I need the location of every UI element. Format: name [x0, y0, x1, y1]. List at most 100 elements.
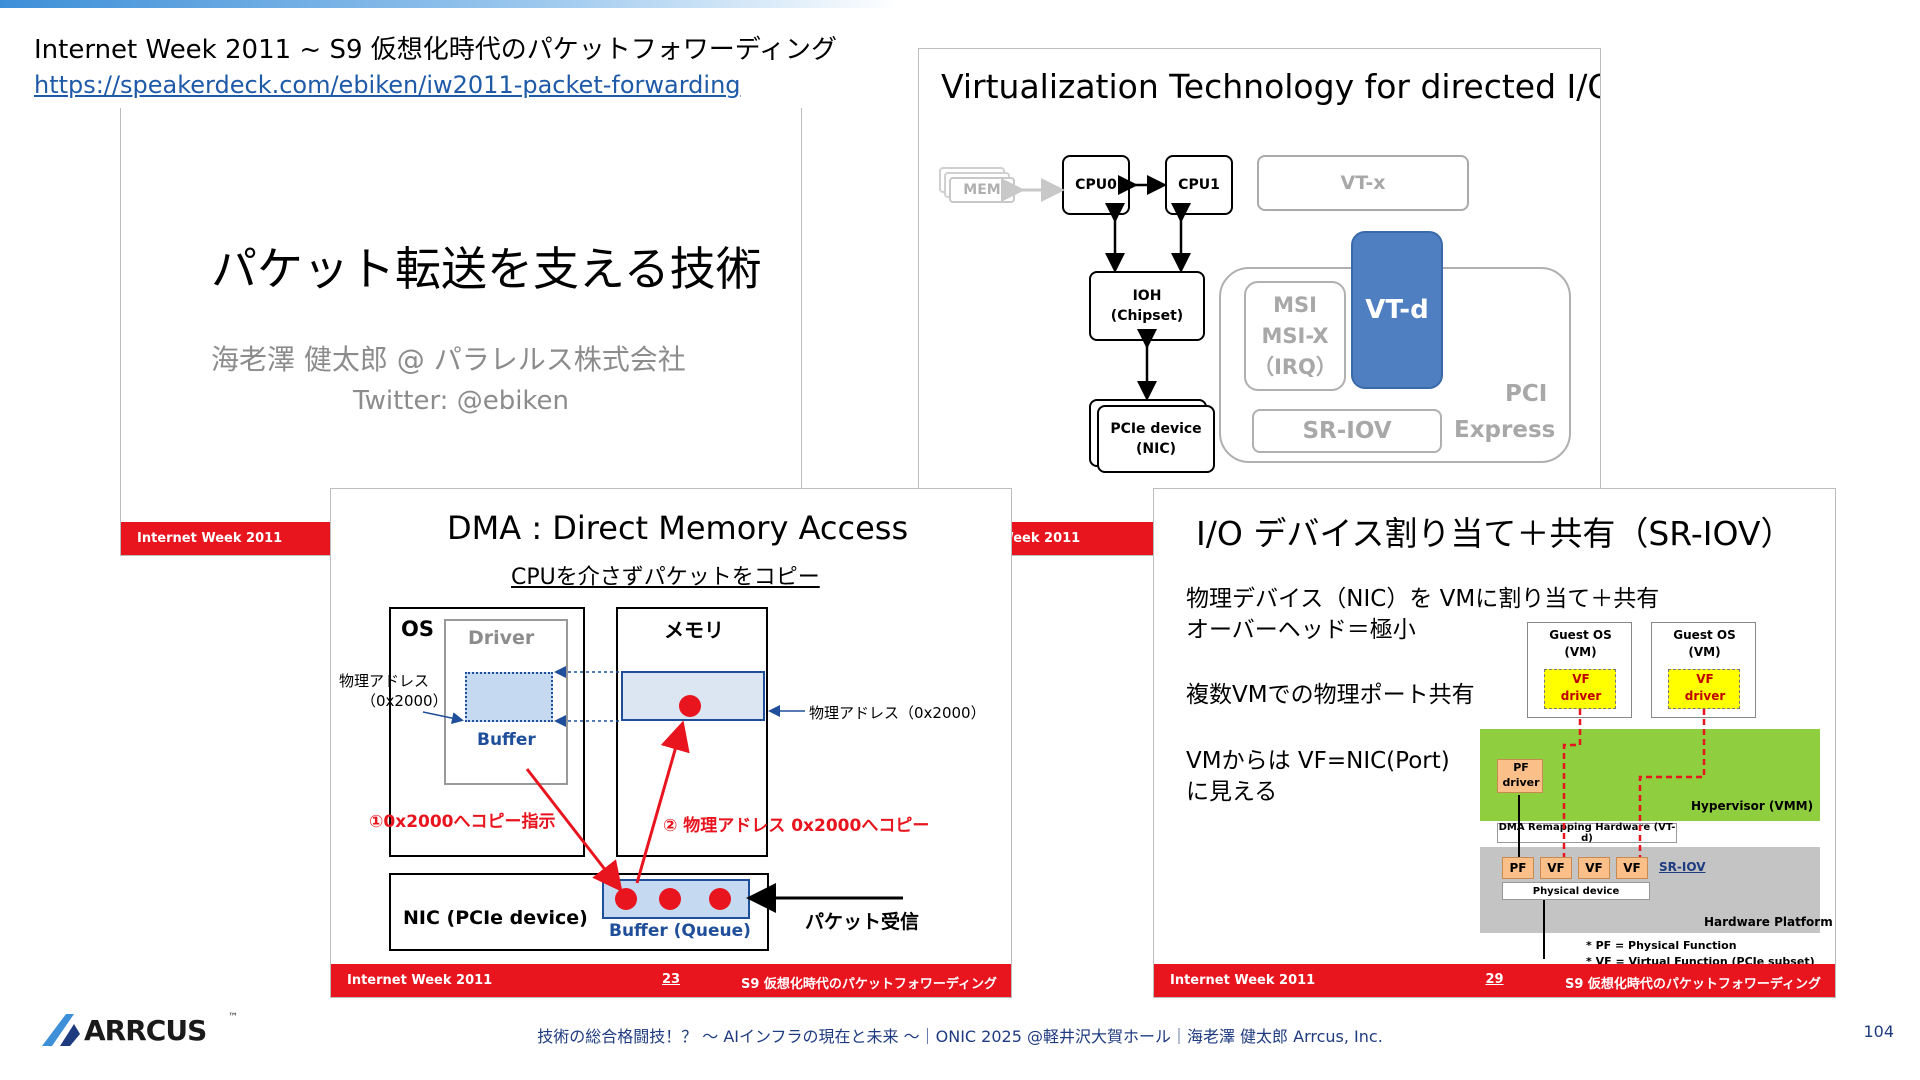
msix-label: MSI-X	[1261, 323, 1329, 348]
pcie-label: PCIe device	[1110, 421, 1202, 437]
slide4-line1: 物理デバイス（NIC）を VMに割り当て＋共有	[1186, 586, 1660, 612]
page-footer: 技術の総合格闘技！？ ～ AIインフラの現在と未来 ～｜ONIC 2025 @軽…	[537, 1027, 1383, 1046]
slide2-title: Virtualization Technology for directed I…	[941, 67, 1601, 106]
guest-os-2-vm: (VM)	[1688, 645, 1721, 659]
slide3-subtitle: CPUを介さずパケットをコピー	[511, 565, 820, 590]
slide3-arrows	[422, 666, 903, 913]
ioh-sub-label: (Chipset)	[1110, 308, 1184, 324]
dma-remap-label: DMA Remapping Hardware (VT-d)	[1498, 822, 1676, 844]
phys-addr-right: 物理アドレス（0x2000）	[809, 704, 986, 722]
step1-arrow	[525, 768, 623, 893]
port-vf-3-label: VF	[1623, 861, 1641, 875]
sriov-box: SR-IOV	[1252, 409, 1442, 453]
os-box	[389, 607, 585, 857]
queue-label: Buffer (Queue)	[609, 921, 751, 941]
pcie-sub-label: (NIC)	[1136, 441, 1176, 457]
buffer-label: Buffer	[477, 730, 536, 750]
cpu0-label: CPU0	[1075, 177, 1117, 193]
port-vf-1: VF	[1540, 857, 1572, 879]
physical-device-label: Physical device	[1532, 885, 1620, 897]
slide4-footer-bar: Internet Week 2011 29 S9 仮想化時代のパケットフォワーデ…	[1154, 964, 1835, 997]
slide4-footer-right: S9 仮想化時代のパケットフォワーディング	[1564, 977, 1821, 992]
slide3-title: DMA : Direct Memory Access	[447, 509, 909, 547]
queue-packet-2	[659, 888, 681, 910]
pcie-box: PCIe device (NIC)	[1097, 405, 1215, 473]
vf-driver-2-driver: driver	[1684, 689, 1726, 703]
slide3-footer-right: S9 仮想化時代のパケットフォワーディング	[740, 977, 997, 992]
slide2-arrows	[1001, 175, 1191, 401]
driver-box	[444, 619, 568, 785]
sriov-label: SR-IOV	[1659, 860, 1706, 874]
step2-arrow	[635, 720, 690, 884]
step2-label: ② 物理アドレス 0x2000へコピー	[663, 816, 930, 836]
pf-driver-pf: PF	[1513, 761, 1529, 774]
dma-remap-box: DMA Remapping Hardware (VT-d)	[1497, 822, 1677, 844]
slide-title-packet-transfer: パケット転送を支える技術 海老澤 健太郎 @ パラレルス株式会社 Twitter…	[120, 108, 802, 556]
speakerdeck-link[interactable]: https://speakerdeck.com/ebiken/iw2011-pa…	[34, 71, 741, 99]
pci-label: PCI	[1505, 381, 1548, 407]
pf-driver-driver: driver	[1502, 776, 1540, 789]
port-vf-3: VF	[1616, 857, 1648, 879]
nic-label: NIC (PCIe device)	[403, 907, 588, 929]
hypervisor-label: Hypervisor (VMM)	[1691, 799, 1814, 813]
vtx-box: VT-x	[1257, 155, 1469, 211]
queue-packet-1	[615, 888, 637, 910]
vf-driver-1: VF driver	[1544, 669, 1616, 709]
note-pf: * PF = Physical Function	[1586, 939, 1737, 952]
slide4-title: I/O デバイス割り当て＋共有（SR-IOV）	[1196, 514, 1794, 553]
mem-label: MEM	[963, 182, 1001, 198]
sriov-label: SR-IOV	[1302, 418, 1392, 444]
phys-addr-left: 物理アドレス	[339, 672, 430, 690]
port-vf-2: VF	[1578, 857, 1610, 879]
arrcus-logo-tm: ™	[228, 1012, 238, 1023]
arrcus-logo-mark	[42, 1014, 80, 1046]
guest-os-2-label: Guest OS	[1673, 628, 1736, 642]
driver-label: Driver	[468, 627, 535, 649]
port-vf-2-label: VF	[1585, 861, 1603, 875]
slide3-footer-page: 23	[661, 972, 681, 987]
memory-packet	[679, 695, 701, 717]
vtd-box: VT-d	[1351, 231, 1443, 389]
memory-box	[616, 607, 768, 857]
slide1-title: パケット転送を支える技術	[211, 242, 762, 296]
vf-path-1	[1562, 709, 1582, 857]
slide4-line2: オーバーヘッド＝極小	[1186, 617, 1416, 643]
page-header-title: Internet Week 2011 ~ S9 仮想化時代のパケットフォワーディ…	[34, 35, 837, 65]
express-label: Express	[1454, 417, 1556, 443]
slide4-line4: VMからは VF=NIC(Port)	[1186, 748, 1450, 774]
slide3-footer-left: Internet Week 2011	[347, 973, 493, 988]
guest-os-2: Guest OS (VM) VF driver	[1651, 622, 1756, 718]
slide1-footer-text: Internet Week 2011	[137, 531, 283, 546]
queue-packet-3	[709, 888, 731, 910]
vf-driver-1-driver: driver	[1560, 689, 1602, 703]
ioh-label: IOH	[1132, 288, 1162, 304]
vf-path-2	[1638, 709, 1706, 857]
physical-device-box: Physical device	[1502, 882, 1650, 900]
msi-label: MSI	[1273, 292, 1317, 317]
vtx-label: VT-x	[1340, 172, 1386, 194]
slide-vt-d: Virtualization Technology for directed I…	[918, 48, 1601, 556]
vf-driver-1-vf: VF	[1572, 672, 1590, 686]
port-vf-1-label: VF	[1547, 861, 1565, 875]
buffer-region	[465, 672, 553, 722]
cpu1-label: CPU1	[1178, 177, 1220, 193]
page-number: 104	[1863, 1022, 1894, 1041]
phys-left-arrow	[422, 711, 464, 725]
slide4-footer-page: 29	[1485, 972, 1504, 987]
vf-driver-2: VF driver	[1668, 669, 1740, 709]
recv-label: パケット受信	[805, 911, 920, 933]
phys-addr-left-value: （0x2000）	[361, 692, 448, 710]
step1-label: ①0x2000へコピー指示	[369, 812, 556, 832]
slide4-paths	[1518, 709, 1706, 959]
slide-dma: DMA : Direct Memory Access CPUを介さずパケットをコ…	[330, 488, 1012, 998]
slide4-line3: 複数VMでの物理ポート共有	[1186, 682, 1475, 708]
slide4-footer-left: Internet Week 2011	[1170, 973, 1316, 988]
vtd-label: VT-d	[1365, 295, 1429, 325]
slide-sr-iov: I/O デバイス割り当て＋共有（SR-IOV） 物理デバイス（NIC）を VMに…	[1153, 488, 1836, 998]
msi-box: MSI MSI-X （IRQ）	[1244, 281, 1346, 391]
vf-driver-2-vf: VF	[1696, 672, 1714, 686]
memory-label: メモリ	[664, 618, 724, 642]
os-label: OS	[401, 617, 434, 641]
guest-os-1-vm: (VM)	[1564, 645, 1597, 659]
pf-driver-box: PF driver	[1497, 759, 1543, 793]
